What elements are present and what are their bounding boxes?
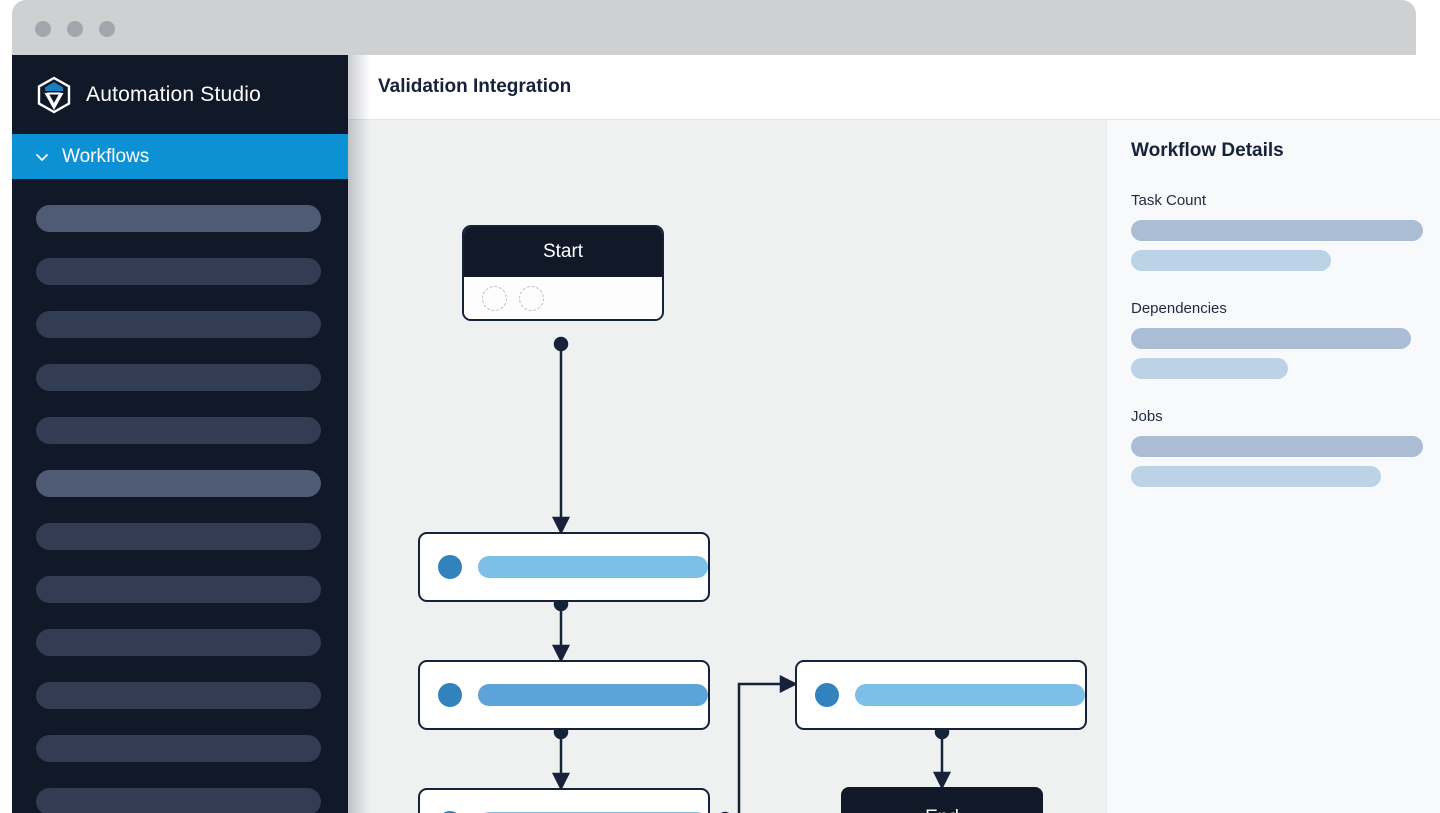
- end-node-label: End: [925, 807, 959, 813]
- sidebar-skeleton-list: [12, 179, 348, 813]
- dependencies-skeleton-1: [1131, 328, 1411, 349]
- task-status-dot: [438, 683, 462, 707]
- edge-task1-task2: [551, 596, 571, 663]
- task-node-content: [420, 790, 708, 813]
- nav-skeleton-2[interactable]: [36, 258, 321, 285]
- nav-skeleton-6[interactable]: [36, 470, 321, 497]
- task-label-skeleton: [855, 684, 1085, 706]
- flow-node-task-2[interactable]: [418, 660, 710, 730]
- nav-skeleton-4[interactable]: [36, 364, 321, 391]
- task-node-content: [797, 662, 1085, 728]
- start-node-header: Start: [464, 227, 662, 277]
- details-group-label: Dependencies: [1131, 300, 1227, 317]
- task-label-skeleton: [478, 684, 708, 706]
- edge-start-task1: [551, 336, 571, 535]
- flow-node-start[interactable]: Start: [462, 225, 664, 321]
- sidebar-item-workflows-label: Workflows: [62, 145, 150, 167]
- page-title: Validation Integration: [378, 76, 572, 97]
- task-status-dot: [438, 555, 462, 579]
- brand-name: Automation Studio: [86, 82, 262, 106]
- flow-node-task-4[interactable]: [795, 660, 1087, 730]
- close-dot[interactable]: [35, 21, 51, 37]
- workflow-canvas[interactable]: StartEnd: [348, 120, 1106, 813]
- nav-skeleton-10[interactable]: [36, 682, 321, 709]
- minimize-dot[interactable]: [67, 21, 83, 37]
- window-body: Automation Studio Workflows Validation I…: [12, 55, 1440, 813]
- nav-skeleton-1[interactable]: [36, 205, 321, 232]
- jobs-skeleton-2: [1131, 466, 1381, 487]
- hexagon-shield-logo-icon: [37, 76, 71, 113]
- nav-skeleton-5[interactable]: [36, 417, 321, 444]
- details-group-1: Dependencies: [1131, 300, 1422, 379]
- chevron-down-icon: [36, 153, 48, 161]
- window-titlebar: [12, 0, 1416, 55]
- maximize-dot[interactable]: [99, 21, 115, 37]
- task-count-skeleton-2: [1131, 250, 1331, 271]
- nav-skeleton-7[interactable]: [36, 523, 321, 550]
- edge-task3-task4: [720, 674, 798, 813]
- sidebar-item-workflows[interactable]: Workflows: [12, 134, 348, 179]
- nav-skeleton-12[interactable]: [36, 788, 321, 813]
- brand[interactable]: Automation Studio: [12, 55, 348, 134]
- task-count-skeleton-1: [1131, 220, 1423, 241]
- task-status-dot: [815, 683, 839, 707]
- flow-node-task-1[interactable]: [418, 532, 710, 602]
- header-bar: Validation Integration: [348, 55, 1440, 120]
- details-group-label: Jobs: [1131, 408, 1163, 425]
- task-status-dot: [438, 811, 462, 813]
- port-ghost-2[interactable]: [519, 285, 544, 311]
- task-node-content: [420, 662, 708, 728]
- edge-task4-end: [932, 724, 952, 790]
- traffic-light-group: [35, 21, 115, 37]
- nav-skeleton-11[interactable]: [36, 735, 321, 762]
- dependencies-skeleton-2: [1131, 358, 1288, 379]
- details-group-label: Task Count: [1131, 192, 1207, 209]
- nav-skeleton-9[interactable]: [36, 629, 321, 656]
- flow-node-task-3[interactable]: [418, 788, 710, 813]
- details-group-2: Jobs: [1131, 408, 1423, 487]
- details-group-0: Task Count: [1131, 192, 1423, 271]
- task-label-skeleton: [478, 556, 708, 578]
- start-node-label: Start: [542, 241, 584, 262]
- port-ghost-1[interactable]: [482, 285, 507, 311]
- flow-node-end[interactable]: End: [841, 787, 1043, 813]
- start-node-ports: [464, 277, 662, 319]
- workflow-graph: StartEnd: [348, 120, 1106, 813]
- edge-task2-task3: [551, 724, 571, 791]
- nav-skeleton-3[interactable]: [36, 311, 321, 338]
- task-node-content: [420, 534, 708, 600]
- sidebar: Automation Studio Workflows: [12, 55, 348, 813]
- details-panel-title: Workflow Details: [1131, 140, 1284, 161]
- jobs-skeleton-1: [1131, 436, 1423, 457]
- nav-skeleton-8[interactable]: [36, 576, 321, 603]
